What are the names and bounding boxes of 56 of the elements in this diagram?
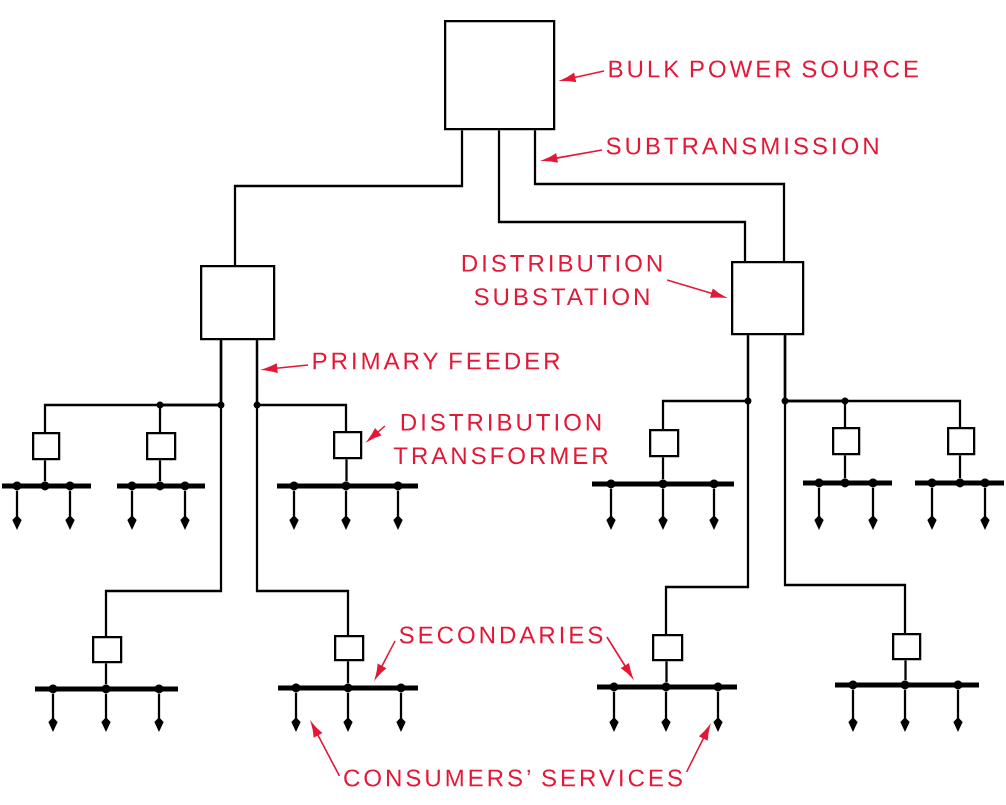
callout-label: PRIMARY FEEDER [313, 352, 560, 370]
callout-label: DISTRIBUTION SUBSTATION [462, 254, 662, 306]
transformer-box [649, 429, 680, 458]
leader-arrow [666, 279, 725, 298]
transformer-box [947, 427, 976, 456]
connector-line [104, 663, 108, 685]
connector-line [843, 455, 847, 479]
power-line [783, 335, 907, 633]
secondary-bar [835, 680, 979, 690]
connector-line [958, 455, 962, 479]
secondary-bar [117, 481, 205, 491]
transformer-box [32, 432, 61, 461]
callout-label: CONSUMERS’ SERVICES [344, 769, 682, 787]
substation-box [200, 265, 276, 341]
leader-arrow [367, 425, 386, 442]
secondary-bar [915, 478, 1004, 488]
power-line [255, 340, 350, 635]
transformer-box [334, 635, 365, 662]
callout-label: SECONDARIES [399, 626, 603, 644]
transformer-box [832, 427, 861, 456]
callout-label: BULK POWER SOURCE [609, 60, 918, 78]
secondary-bar [35, 684, 178, 694]
leader-arrow [543, 149, 603, 163]
power-line [104, 340, 223, 636]
connector-line [904, 660, 907, 681]
connector-line [158, 460, 162, 482]
secondary-bar [803, 478, 892, 488]
transformer-box [652, 634, 684, 662]
secondary-bar [277, 481, 418, 491]
connector-line [346, 661, 350, 684]
transformer-box [146, 432, 177, 461]
transformer-box [92, 636, 123, 664]
connector-line [345, 459, 348, 482]
substation-box [731, 261, 805, 336]
callout-label: SUBTRANSMISSION [606, 137, 878, 155]
transformer-box [892, 633, 922, 661]
connector-line [661, 457, 665, 480]
secondary-bar [592, 479, 734, 489]
power-line [664, 335, 750, 634]
power-line [233, 130, 464, 265]
power-line [533, 130, 786, 261]
leader-arrow [606, 636, 633, 678]
callout-label: DISTRIBUTION TRANSFORMER [393, 413, 608, 465]
secondary-bar [2, 481, 91, 491]
leader-arrow [375, 640, 396, 679]
power-source-box [444, 20, 556, 131]
leader-arrow [685, 726, 710, 773]
transformer-box [333, 431, 363, 460]
leader-arrow [311, 722, 341, 777]
secondary-bar [278, 683, 418, 693]
connector-line [43, 460, 47, 482]
secondary-bar [597, 682, 737, 692]
leader-arrow [561, 70, 605, 82]
power-line [497, 130, 747, 261]
connector-line [665, 661, 668, 683]
leader-arrow [263, 363, 309, 373]
